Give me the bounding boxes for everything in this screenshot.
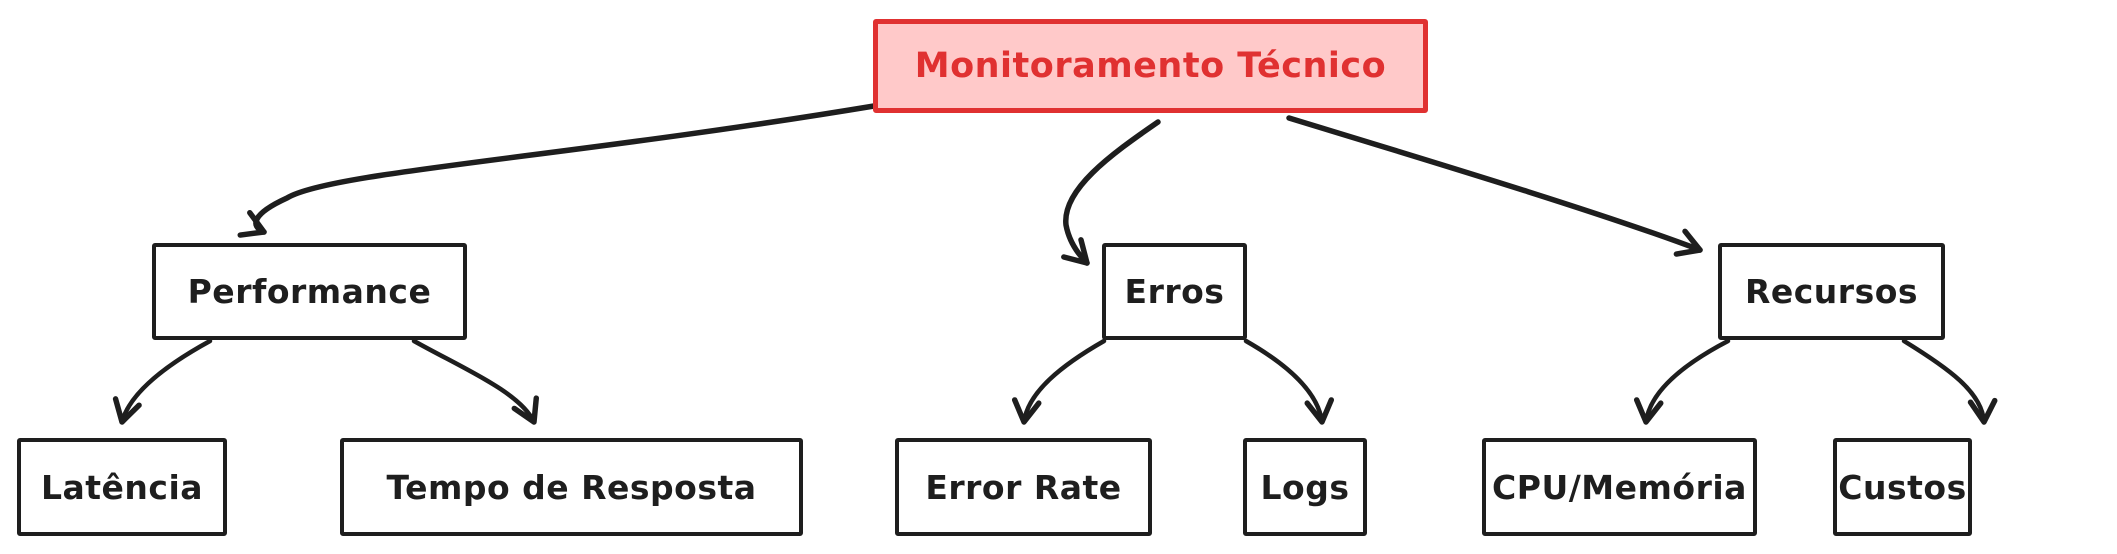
node-recursos[interactable]: Recursos: [1718, 243, 1945, 340]
node-error-rate[interactable]: Error Rate: [895, 438, 1152, 536]
edge-root-erros: [1061, 119, 1161, 266]
edge-erros-logs: [1243, 338, 1335, 425]
node-latencia[interactable]: Latência: [17, 438, 227, 536]
node-cpu-memoria[interactable]: CPU/Memória: [1482, 438, 1757, 536]
edge-recursos-custos: [1901, 338, 1998, 425]
node-cpu-memoria-label: CPU/Memória: [1492, 467, 1747, 507]
node-performance-label: Performance: [187, 272, 432, 311]
edge-performance-tempo: [411, 338, 539, 425]
node-monitoramento-tecnico[interactable]: Monitoramento Técnico: [873, 19, 1428, 113]
node-tempo-de-resposta[interactable]: Tempo de Resposta: [340, 438, 803, 536]
node-recursos-label: Recursos: [1744, 272, 1919, 311]
node-monitoramento-tecnico-label: Monitoramento Técnico: [914, 46, 1387, 86]
edge-erros-error-rate: [1011, 338, 1107, 425]
edge-root-performance: [237, 103, 877, 238]
node-error-rate-label: Error Rate: [925, 467, 1122, 507]
node-custos-label: Custos: [1838, 467, 1967, 507]
node-logs-label: Logs: [1260, 467, 1350, 507]
edge-performance-latencia: [112, 338, 213, 425]
node-tempo-de-resposta-label: Tempo de Resposta: [386, 467, 757, 507]
node-latencia-label: Latência: [40, 467, 204, 507]
edge-recursos-cpu: [1633, 338, 1731, 425]
node-performance[interactable]: Performance: [152, 243, 467, 340]
node-custos[interactable]: Custos: [1833, 438, 1972, 536]
node-erros[interactable]: Erros: [1102, 243, 1247, 340]
node-logs[interactable]: Logs: [1243, 438, 1367, 536]
edge-root-recursos: [1286, 115, 1703, 257]
node-erros-label: Erros: [1124, 272, 1225, 311]
